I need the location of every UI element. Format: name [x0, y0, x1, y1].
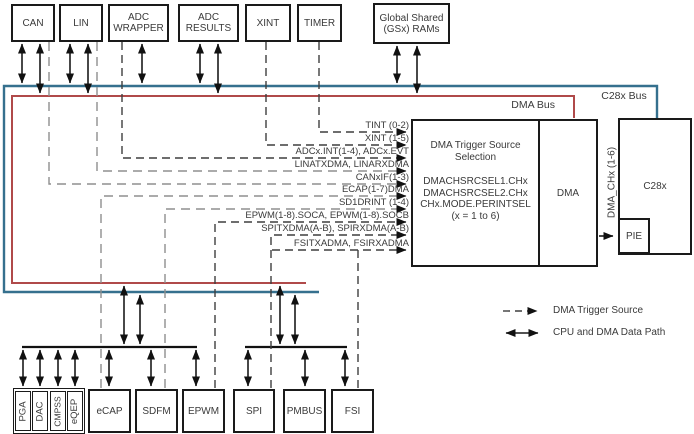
block-pga: PGA: [15, 391, 31, 431]
block-pmbus-label: PMBUS: [286, 405, 323, 417]
dma-bus-line: [11, 95, 575, 284]
block-spi: SPI: [233, 389, 275, 433]
trigger-lines-gray: [48, 42, 407, 388]
block-sdfm: SDFM: [135, 389, 178, 433]
trigger-lines-dark: [121, 42, 407, 388]
register-dmachsrcsel2: DMACHSRCSEL2.CHx: [423, 187, 528, 199]
block-gsx-rams-label: Global Shared (GSx) RAMs: [379, 12, 444, 35]
block-epwm: EPWM: [182, 389, 225, 433]
block-epwm-label: EPWM: [187, 405, 220, 417]
block-sdfm-label: SDFM: [142, 405, 171, 417]
block-dac: DAC: [32, 391, 48, 431]
block-lin: LIN: [59, 4, 103, 42]
block-timer: TIMER: [297, 4, 342, 42]
bottom-datapath-arrows: [120, 285, 299, 345]
block-fsi: FSI: [331, 389, 374, 433]
block-timer-label: TIMER: [303, 17, 336, 29]
block-pga-label: PGA: [17, 400, 29, 422]
signal-epwm: EPWM(1-8).SOCA, EPWM(1-8).SOCB: [245, 210, 409, 221]
block-spi-label: SPI: [245, 405, 263, 417]
signal-tint: TINT (0-2): [365, 120, 409, 131]
block-eqep-label: eQEP: [69, 398, 81, 424]
legend-datapath-label: CPU and DMA Data Path: [553, 327, 666, 338]
signal-lin: LINATXDMA, LINARXDMA: [294, 159, 409, 170]
block-can-label: CAN: [22, 17, 44, 29]
block-fsi-label: FSI: [344, 405, 361, 417]
trigger-selection-cell: DMA Trigger Source Selection DMACHSRCSEL…: [413, 121, 540, 265]
signal-fsi: FSITXADMA, FSIRXADMA: [293, 238, 409, 249]
block-pie: PIE: [618, 218, 650, 254]
block-adc-wrapper: ADC WRAPPER: [108, 4, 169, 42]
top-datapath-arrows: [18, 43, 421, 94]
legend-trigger-label: DMA Trigger Source: [553, 305, 644, 316]
dma-chx-label: DMA_CHx (1-6): [606, 146, 618, 219]
signal-can: CANxIF(1-3): [355, 172, 409, 183]
c28x-bus-line: [2, 84, 659, 294]
block-lin-label: LIN: [73, 17, 89, 29]
block-xint-label: XINT: [256, 17, 280, 29]
signal-adc: ADCx.INT(1-4), ADCx.EVT: [295, 146, 410, 157]
signal-xint: XINT (1-5): [364, 133, 409, 144]
signal-sdfm: SD1DRINT (1-4): [338, 197, 409, 208]
dma-label: DMA: [556, 187, 580, 199]
block-ecap-label: eCAP: [96, 405, 123, 417]
dma-bus-label: DMA Bus: [511, 99, 555, 111]
block-cmpss-label: CMPSS: [52, 395, 63, 427]
block-pmbus: PMBUS: [283, 389, 326, 433]
register-chx-mode: CHx.MODE.PERINTSEL: [420, 199, 531, 210]
register-x-range: (x = 1 to 6): [451, 210, 500, 222]
manifold-peripheral-arrows: [19, 349, 349, 387]
block-xint: XINT: [245, 4, 291, 42]
block-cmpss: CMPSS: [50, 391, 66, 431]
signal-ecap: ECAP(1-7)DMA: [341, 184, 409, 195]
block-ecap: eCAP: [88, 389, 131, 433]
dma-trigger-selection-box: DMA Trigger Source Selection DMACHSRCSEL…: [411, 119, 598, 267]
block-adc-results-label: ADC RESULTS: [185, 12, 232, 34]
block-adc-results: ADC RESULTS: [178, 4, 239, 42]
signal-spi: SPITXDMA(A-B), SPIRXDMA(A-B): [261, 223, 409, 234]
block-eqep: eQEP: [67, 391, 83, 431]
dma-cell: DMA: [540, 121, 596, 265]
block-gsx-rams: Global Shared (GSx) RAMs: [373, 3, 450, 44]
block-adc-wrapper-label: ADC WRAPPER: [113, 12, 164, 34]
c28x-bus-label: C28x Bus: [601, 90, 647, 102]
register-dmachsrcsel1: DMACHSRCSEL1.CHx: [423, 176, 528, 187]
block-pie-label: PIE: [625, 230, 643, 242]
block-dac-label: DAC: [34, 400, 46, 422]
block-c28x-label: C28x: [643, 181, 667, 192]
block-can: CAN: [11, 4, 55, 42]
trigger-selection-title: DMA Trigger Source Selection: [430, 140, 521, 163]
